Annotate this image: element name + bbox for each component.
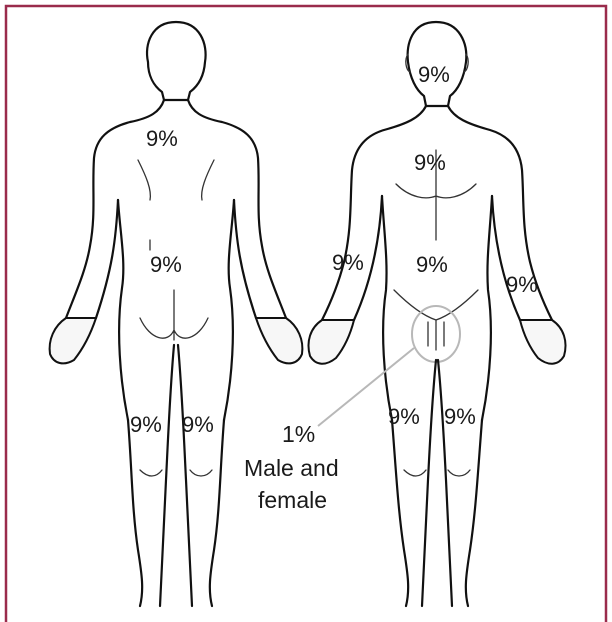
back-legs — [128, 345, 224, 606]
front-right-hand — [520, 320, 566, 364]
front-legs — [392, 360, 482, 606]
front-hips — [382, 196, 492, 420]
front-figure — [309, 22, 566, 606]
label-front-chest: 9% — [414, 150, 446, 175]
frame-border — [6, 6, 606, 622]
back-hips — [118, 200, 234, 420]
back-left-hand — [50, 318, 96, 363]
back-head — [147, 22, 206, 100]
back-knees — [140, 470, 212, 476]
genital-detail — [428, 320, 444, 350]
back-buttocks — [140, 290, 208, 340]
label-front-head: 9% — [418, 62, 450, 87]
back-figure — [50, 22, 303, 606]
genital-percent: 1% — [282, 421, 315, 447]
label-front-right-leg: 9% — [444, 404, 476, 429]
label-back-left-leg: 9% — [130, 412, 162, 437]
front-knees — [404, 470, 470, 476]
genital-note-line2: female — [258, 487, 327, 513]
front-left-hand — [309, 320, 355, 364]
label-back-right-leg: 9% — [182, 412, 214, 437]
label-back-upper-trunk: 9% — [146, 126, 178, 151]
label-back-lower-trunk: 9% — [150, 252, 182, 277]
label-front-left-leg: 9% — [388, 404, 420, 429]
label-front-abdomen: 9% — [416, 252, 448, 277]
back-right-hand — [256, 318, 302, 363]
back-shoulder-blades — [138, 160, 214, 250]
label-front-right-arm: 9% — [506, 272, 538, 297]
genital-note-line1: Male and — [244, 455, 339, 481]
label-front-left-arm: 9% — [332, 250, 364, 275]
